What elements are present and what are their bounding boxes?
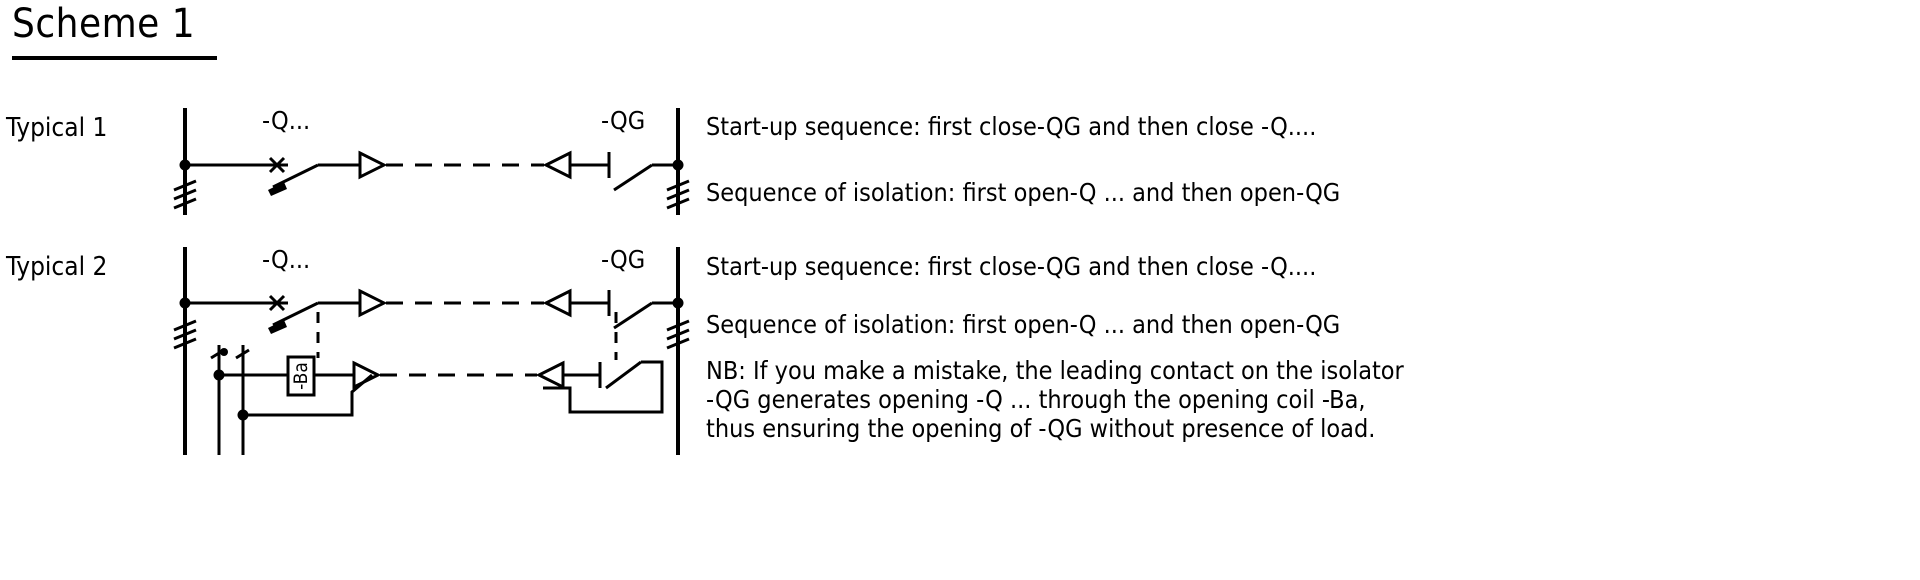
- typical-2-nb-line-1: NB: If you make a mistake, the leading c…: [706, 356, 1404, 385]
- title-underline: [12, 56, 217, 60]
- earth-symbol-right-typical-1: [665, 179, 691, 210]
- link-arrow-in-typical-1: [542, 150, 572, 180]
- typical-2-note-isolation: Sequence of isolation: first open-Q ... …: [706, 310, 1341, 339]
- device-label-isolator-typical-1: -QG: [601, 106, 646, 135]
- page-title-block: Scheme 1: [12, 2, 217, 60]
- link-arrow-in-typical-2: [542, 288, 572, 318]
- control-link-arrow-in: [535, 360, 565, 390]
- isolator-blade-typical-2: [613, 301, 653, 330]
- page-title: Scheme 1: [12, 1, 196, 47]
- row-label-typical-1: Typical 1: [6, 113, 108, 143]
- typical-2-note-startup: Start-up sequence: first close-QG and th…: [706, 252, 1317, 281]
- aux-contact-blade: [605, 360, 642, 390]
- typical-2-nb-line-2: -QG generates opening -Q ... through the…: [706, 385, 1366, 414]
- link-arrow-out-typical-2: [358, 288, 388, 318]
- typical-1-note-startup: Start-up sequence: first close-QG and th…: [706, 112, 1317, 141]
- link-arrow-out-typical-1: [358, 150, 388, 180]
- typical-2-nb-line-3: thus ensuring the opening of -QG without…: [706, 414, 1376, 443]
- junction-dot-left-typical-2: [179, 297, 191, 309]
- breaker-blade-wedge-typical-2: [268, 320, 287, 334]
- junction-dot-right-typical-1: [672, 159, 684, 171]
- control-terminal-dot-1: [220, 348, 228, 356]
- junction-dot-left-typical-1: [179, 159, 191, 171]
- junction-dot-right-typical-2: [672, 297, 684, 309]
- breaker-cross-mark-typical-1: [268, 156, 286, 174]
- device-label-breaker-typical-2: -Q...: [262, 245, 311, 274]
- device-label-isolator-typical-2: -QG: [601, 245, 646, 274]
- junction-dot-control-upper: [213, 369, 225, 381]
- schematic-typical-1: [172, 108, 691, 215]
- control-link-arrow-out: [352, 360, 382, 390]
- breaker-blade-wedge-typical-1: [268, 182, 287, 196]
- typical-2-nb-block: NB: If you make a mistake, the leading c…: [706, 356, 1896, 443]
- control-terminal-mark-2: [235, 348, 250, 360]
- row-label-typical-2: Typical 2: [6, 252, 108, 282]
- control-return-path: [243, 373, 373, 417]
- junction-dot-control-lower: [237, 409, 249, 421]
- breaker-blade-typical-2: [272, 301, 319, 327]
- opening-coil-label: -Ba: [290, 362, 312, 390]
- typical-1-note-isolation: Sequence of isolation: first open-Q ... …: [706, 178, 1341, 207]
- earth-symbol-left-typical-2: [172, 319, 198, 350]
- aux-contact-return-path: [543, 360, 664, 414]
- breaker-cross-mark-typical-2: [268, 294, 286, 312]
- earth-symbol-left-typical-1: [172, 179, 198, 210]
- schematic-typical-2: -Ba: [172, 247, 691, 455]
- earth-symbol-right-typical-2: [665, 319, 691, 350]
- breaker-blade-typical-1: [272, 163, 319, 189]
- isolator-blade-typical-1: [613, 163, 653, 192]
- device-label-breaker-typical-1: -Q...: [262, 106, 311, 135]
